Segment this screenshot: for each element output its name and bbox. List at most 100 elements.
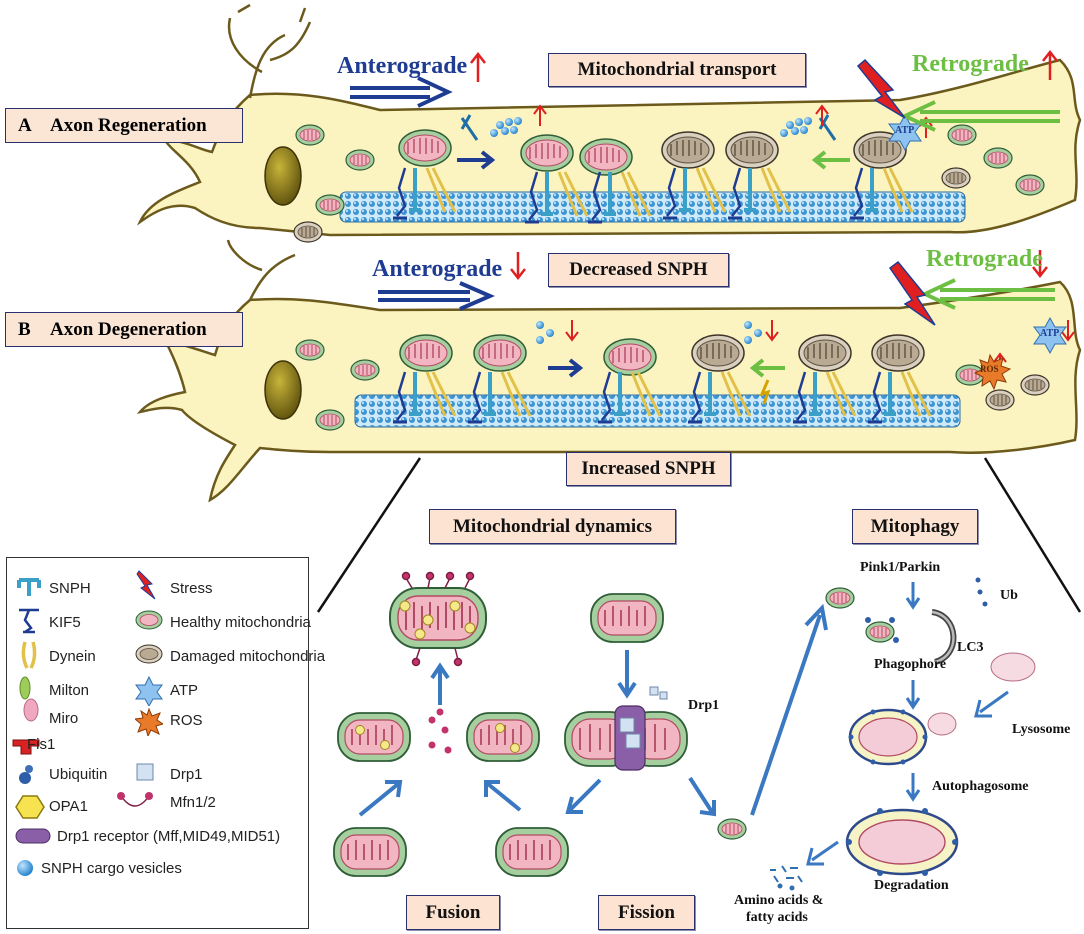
- legend-milton: Milton: [49, 682, 90, 699]
- transport-title: Mitochondrial transport: [548, 53, 806, 87]
- arrow-mp-3: [905, 773, 921, 802]
- snph-vesicles-b2: [744, 321, 762, 344]
- mito-a-14: [1015, 174, 1045, 196]
- amino-acids-label-2: fatty acids: [746, 910, 808, 925]
- arrow-fission-left: [565, 778, 602, 814]
- arrow-b-ante-inner: [548, 358, 584, 378]
- arrow-to-fused: [430, 662, 450, 705]
- healthy-mito-icon: [135, 610, 163, 630]
- panel-a-letter: A: [18, 114, 32, 136]
- legend-stress: Stress: [170, 580, 213, 597]
- legend-snph: SNPH: [49, 580, 91, 597]
- ros-label: ROS: [980, 364, 999, 374]
- arrow-mp-1: [905, 582, 921, 610]
- legend-dynein: Dynein: [49, 648, 96, 665]
- ros-burst: [973, 353, 1012, 391]
- mitophagy-title: Mitophagy: [852, 509, 978, 544]
- arrow-mp-2: [905, 680, 921, 710]
- amino-acids-label-1: Amino acids &: [734, 893, 824, 908]
- amino-fragments: [770, 865, 803, 891]
- axon-b: [136, 280, 1082, 503]
- red-up-ante-a: [470, 51, 486, 82]
- stress-icon: [136, 570, 156, 600]
- legend-drp1-receptor: Drp1 receptor (Mff,MID49,MID51): [57, 828, 281, 845]
- ros-icon: [135, 708, 163, 736]
- mito-a-6: [520, 134, 574, 172]
- legend: SNPH KIF5 Dynein Milton Miro Fis1 Ubiqui…: [6, 557, 325, 929]
- fission-mito: [564, 705, 688, 771]
- mito-b-7: [691, 334, 745, 372]
- mito-b-9: [871, 334, 925, 372]
- stress-small-b: [759, 379, 771, 405]
- drp1-receptor-icon: [15, 828, 51, 844]
- legend-snph-vesicles: SNPH cargo vesicles: [41, 860, 182, 877]
- nucleus-b: [264, 360, 302, 420]
- legend-damaged: Damaged mitochondria: [170, 648, 326, 665]
- connector-left: [316, 457, 422, 613]
- degradation-label: Degradation: [874, 878, 949, 893]
- kif5-icon: [19, 608, 39, 634]
- stress-bolt-b: [888, 260, 936, 326]
- fission-label: Fission: [598, 895, 695, 930]
- ub-label: Ub: [1000, 588, 1018, 603]
- mito-tagged: [825, 587, 855, 609]
- autophagosome-1: [848, 708, 928, 766]
- legend-miro: Miro: [49, 710, 79, 727]
- down-arrow-b-atp: [1061, 320, 1075, 342]
- autolysosome: [845, 808, 959, 876]
- legend-atp: ATP: [170, 682, 199, 699]
- mito-b-12: [1020, 374, 1050, 396]
- atp-label-a: ATP: [895, 125, 915, 136]
- arrow-to-fission: [617, 650, 637, 699]
- mito-a-3: [293, 221, 323, 243]
- panel-b-title: Axon Degeneration: [50, 318, 207, 340]
- arrow-a-ante-inner: [457, 150, 496, 170]
- mito-b-11: [985, 389, 1015, 411]
- phagophore-membrane: [931, 609, 957, 665]
- legend-opa1: OPA1: [49, 798, 88, 815]
- arrow-to-amino: [806, 840, 839, 866]
- connector-right: [983, 457, 1082, 613]
- fis1-icon: [12, 739, 40, 755]
- legend-healthy: Healthy mitochondria: [170, 614, 311, 631]
- ubiquitin-icon: [19, 765, 33, 784]
- mito-a-9: [725, 131, 779, 169]
- arrow-fusion-right: [484, 780, 522, 812]
- dynein-icon: [21, 641, 37, 669]
- red-up-retro-a: [1042, 49, 1058, 80]
- arrow-to-mitophagy: [750, 603, 828, 816]
- retrograde-label-a: Retrograde: [912, 51, 1029, 77]
- mito-b-3: [350, 359, 380, 381]
- legend-ubiquitin: Ubiquitin: [49, 766, 108, 783]
- mito-b-6: [603, 338, 657, 376]
- retrograde-label-b: Retrograde: [926, 246, 1043, 272]
- legend-ros: ROS: [170, 712, 203, 729]
- panel-b-letter: B: [18, 318, 31, 340]
- lysosome-2: [990, 652, 1036, 682]
- mito-b-5: [473, 334, 527, 372]
- mito-pre-fission: [590, 593, 664, 643]
- dendrite-b: [226, 239, 296, 301]
- atp-icon: [135, 676, 163, 706]
- mito-b-2: [315, 409, 345, 431]
- dynamics-title: Mitochondrial dynamics: [429, 509, 676, 544]
- stress-bolt-a: [856, 58, 906, 119]
- ub-on-mito: [865, 617, 899, 643]
- lysosome-label: Lysosome: [1012, 722, 1071, 737]
- mito-b-4: [399, 334, 453, 372]
- mito-a-7: [579, 138, 633, 176]
- atp-label-b: ATP: [1040, 328, 1060, 339]
- milton-miro-icon: [19, 676, 39, 722]
- mito-fusion-b: [495, 827, 569, 877]
- mfn-icon: [117, 792, 153, 807]
- lysosome-1: [927, 712, 957, 736]
- phagophore-label: Phagophore: [874, 657, 947, 672]
- red-down-retro-b: [1032, 250, 1048, 279]
- mito-a-5: [398, 129, 452, 167]
- mito-fusion-a: [333, 827, 407, 877]
- panel-a-label: A Axon Regeneration: [5, 108, 243, 143]
- mfn-mid: [428, 708, 452, 754]
- mito-a-2: [315, 194, 345, 216]
- mito-b-8: [798, 334, 852, 372]
